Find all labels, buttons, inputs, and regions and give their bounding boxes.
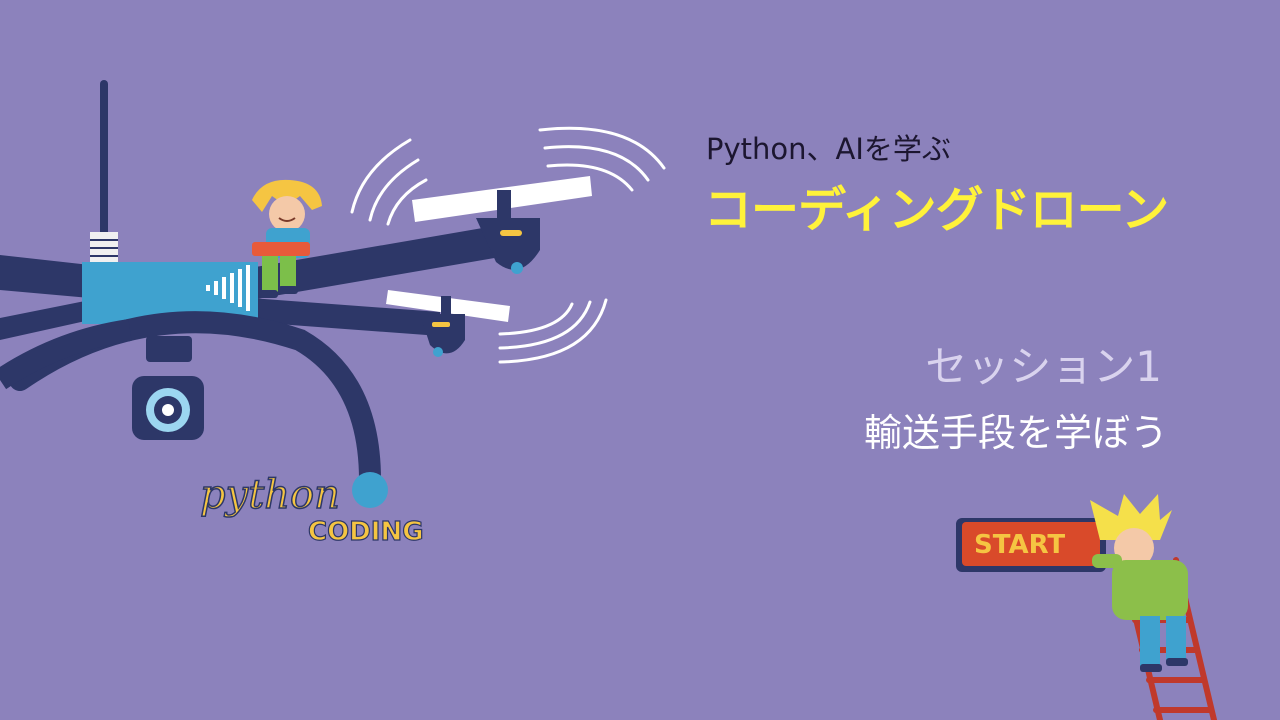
- python-coding-logo: python CODING: [199, 471, 424, 547]
- logo-text-python: python: [200, 472, 340, 518]
- camera-icon: [132, 336, 204, 440]
- ladder-kid-illustration: START: [956, 494, 1217, 720]
- lesson-title: 輸送手段を学ぼう: [863, 411, 1168, 455]
- slide-subtitle: Python、AIを学ぶ: [706, 132, 951, 166]
- slide-title: コーディングドローン: [704, 182, 1169, 238]
- coder-kid-illustration: [252, 179, 322, 298]
- propeller-icon: [412, 176, 592, 274]
- logo-text-coding: CODING: [308, 517, 424, 547]
- session-label: セッション1: [925, 342, 1162, 391]
- drone-illustration: [0, 80, 666, 508]
- start-sign-label: START: [974, 530, 1065, 560]
- propeller-icon: [386, 290, 510, 357]
